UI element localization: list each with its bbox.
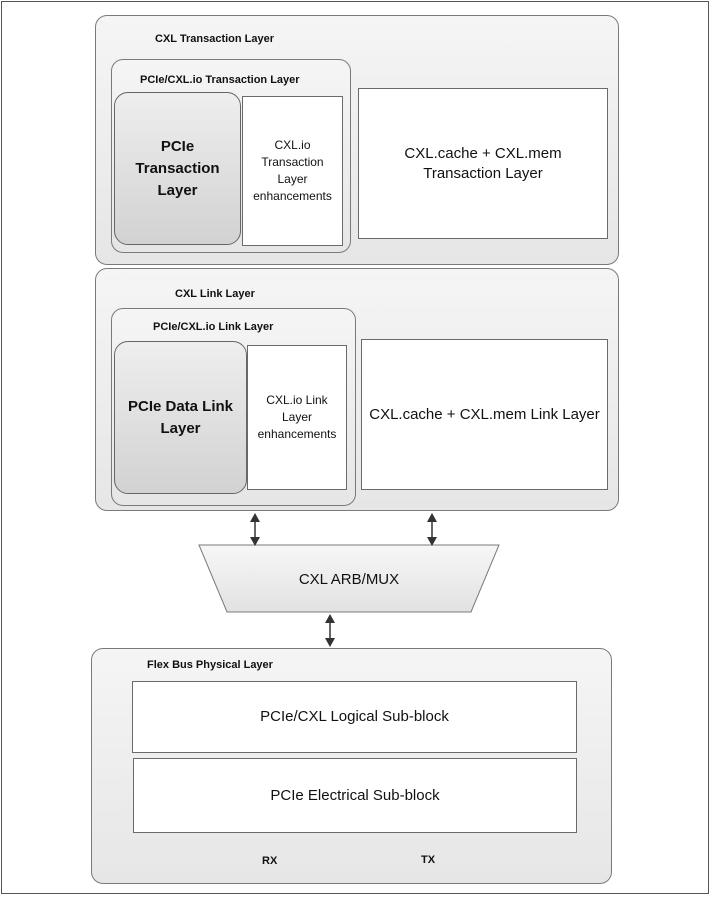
pcie-electrical-subblock: PCIe Electrical Sub-block [133,758,577,833]
pcie-cxl-logical-subblock-text: PCIe/CXL Logical Sub-block [260,708,449,725]
pcie-transaction-layer-block: PCIe Transaction Layer [114,92,241,245]
cxlio-transaction-enhancements-text: CXL.io Transaction Layer enhancements [253,138,332,203]
pcie-cxlio-link-layer-title: PCIe/CXL.io Link Layer [153,321,274,333]
cxl-cache-mem-transaction-text: CXL.cache + CXL.mem Transaction Layer [404,144,562,182]
arrow-mux-to-physical [325,614,335,647]
arb-mux-shape [198,544,500,613]
cxlio-link-enhancements-text: CXL.io Link Layer enhancements [257,393,337,441]
cxl-cache-mem-link-block: CXL.cache + CXL.mem Link Layer [361,339,608,490]
pcie-data-link-layer-text: PCIe Data Link Layer [127,397,234,437]
cxl-transaction-layer-title: CXL Transaction Layer [155,33,275,45]
arrow-link-to-mux-right [427,513,437,546]
cxl-cache-mem-link-text: CXL.cache + CXL.mem Link Layer [369,405,600,423]
pcie-data-link-layer-block: PCIe Data Link Layer [114,341,247,494]
arb-mux-label: CXL ARB/MUX [298,570,400,588]
cxl-cache-mem-transaction-block: CXL.cache + CXL.mem Transaction Layer [358,88,608,239]
cxl-link-layer-title: CXL Link Layer [175,288,255,300]
rx-label: RX [262,855,278,867]
flex-bus-physical-layer-title: Flex Bus Physical Layer [147,659,273,671]
cxlio-link-enhancements-block: CXL.io Link Layer enhancements [247,345,347,490]
pcie-cxl-logical-subblock: PCIe/CXL Logical Sub-block [132,681,577,753]
pcie-cxlio-transaction-layer-title: PCIe/CXL.io Transaction Layer [140,74,300,86]
pcie-electrical-subblock-text: PCIe Electrical Sub-block [270,786,440,804]
tx-label: TX [421,854,436,866]
pcie-transaction-layer-text: PCIe Transaction Layer [135,137,220,199]
arrow-link-to-mux-left [250,513,260,546]
cxlio-transaction-enhancements-block: CXL.io Transaction Layer enhancements [242,96,343,246]
